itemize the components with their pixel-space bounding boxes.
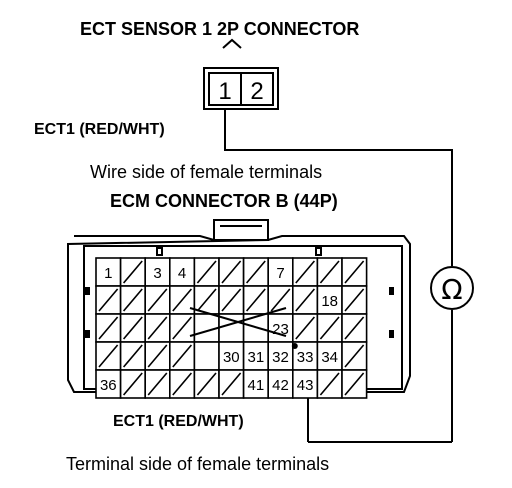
unused-terminal-slash — [147, 372, 168, 396]
sensor-pin-1: 1 — [218, 78, 231, 105]
unused-terminal-slash — [172, 344, 193, 368]
terminal-number: 33 — [297, 349, 314, 366]
unused-terminal-slash — [295, 316, 316, 340]
sensor-connector-title: ECT SENSOR 1 2P CONNECTOR — [80, 19, 360, 39]
probe-point — [291, 343, 298, 349]
unused-terminal-slash — [221, 372, 242, 396]
unused-terminal-slash — [295, 260, 316, 284]
terminal-cell — [242, 341, 270, 371]
terminal-cell — [316, 341, 343, 371]
unused-terminal-slash — [221, 288, 242, 312]
ecm-connector-housing — [67, 219, 411, 393]
unused-terminal-slash — [122, 288, 143, 312]
unused-terminal-slash — [221, 260, 242, 284]
terminal-side-caption: Terminal side of female terminals — [66, 454, 330, 474]
unused-terminal-slash — [196, 288, 217, 312]
terminal-number: 18 — [321, 293, 338, 310]
terminal-number: 31 — [248, 349, 265, 366]
terminal-cell — [193, 341, 220, 371]
unused-terminal-slash — [147, 316, 168, 340]
terminal-number: 1 — [104, 265, 112, 282]
unused-cavity-x — [189, 307, 287, 337]
unused-terminal-slash — [295, 288, 316, 312]
terminal-number: 4 — [178, 265, 186, 282]
unused-terminal-slash — [319, 260, 340, 284]
terminal-number: 3 — [153, 265, 161, 282]
ohm-symbol: Ω — [441, 273, 462, 306]
sensor-pin-2: 2 — [250, 78, 263, 105]
terminal-number: 36 — [100, 377, 117, 394]
unused-terminal-slash — [172, 372, 193, 396]
unused-terminal-slash — [122, 344, 143, 368]
terminal-number: 32 — [272, 349, 289, 366]
terminal-number: 23 — [272, 321, 289, 338]
terminal-number: 34 — [321, 349, 338, 366]
ecm-wire-label: ECT1 (RED/WHT) — [113, 413, 244, 430]
unused-terminal-slash — [98, 344, 119, 368]
unused-terminal-slash — [147, 344, 168, 368]
unused-terminal-slash — [98, 288, 119, 312]
unused-terminal-slash — [196, 260, 217, 284]
unused-terminal-slash — [245, 260, 266, 284]
unused-terminal-slash — [122, 372, 143, 396]
terminal-number: 30 — [223, 349, 240, 366]
unused-terminal-slash — [147, 288, 168, 312]
unused-terminal-slash — [344, 344, 365, 368]
unused-terminal-slash — [245, 288, 266, 312]
unused-terminal-slash — [344, 260, 365, 284]
unused-terminal-slash — [172, 288, 193, 312]
unused-terminal-slash — [319, 316, 340, 340]
terminal-number: 41 — [248, 377, 265, 394]
unused-terminal-slash — [270, 288, 291, 312]
unused-terminal-slash — [122, 316, 143, 340]
terminal-number: 7 — [276, 265, 284, 282]
terminal-number: 42 — [272, 377, 289, 394]
unused-terminal-slash — [344, 288, 365, 312]
unused-terminal-slash — [344, 316, 365, 340]
terminal-cell — [95, 257, 122, 287]
unused-terminal-slash — [122, 260, 143, 284]
unused-terminal-slash — [319, 372, 340, 396]
wire-side-caption: Wire side of female terminals — [90, 162, 323, 182]
unused-terminal-slash — [98, 316, 119, 340]
sensor-connector: 1 2 — [203, 38, 279, 110]
sensor-wire-label: ECT1 (RED/WHT) — [34, 121, 165, 138]
unused-terminal-slash — [172, 316, 193, 340]
ecm-connector-title: ECM CONNECTOR B (44P) — [110, 191, 338, 211]
unused-terminal-slash — [344, 372, 365, 396]
ohmmeter: Ω — [430, 266, 474, 310]
terminal-number: 43 — [297, 377, 314, 394]
unused-terminal-slash — [196, 372, 217, 396]
